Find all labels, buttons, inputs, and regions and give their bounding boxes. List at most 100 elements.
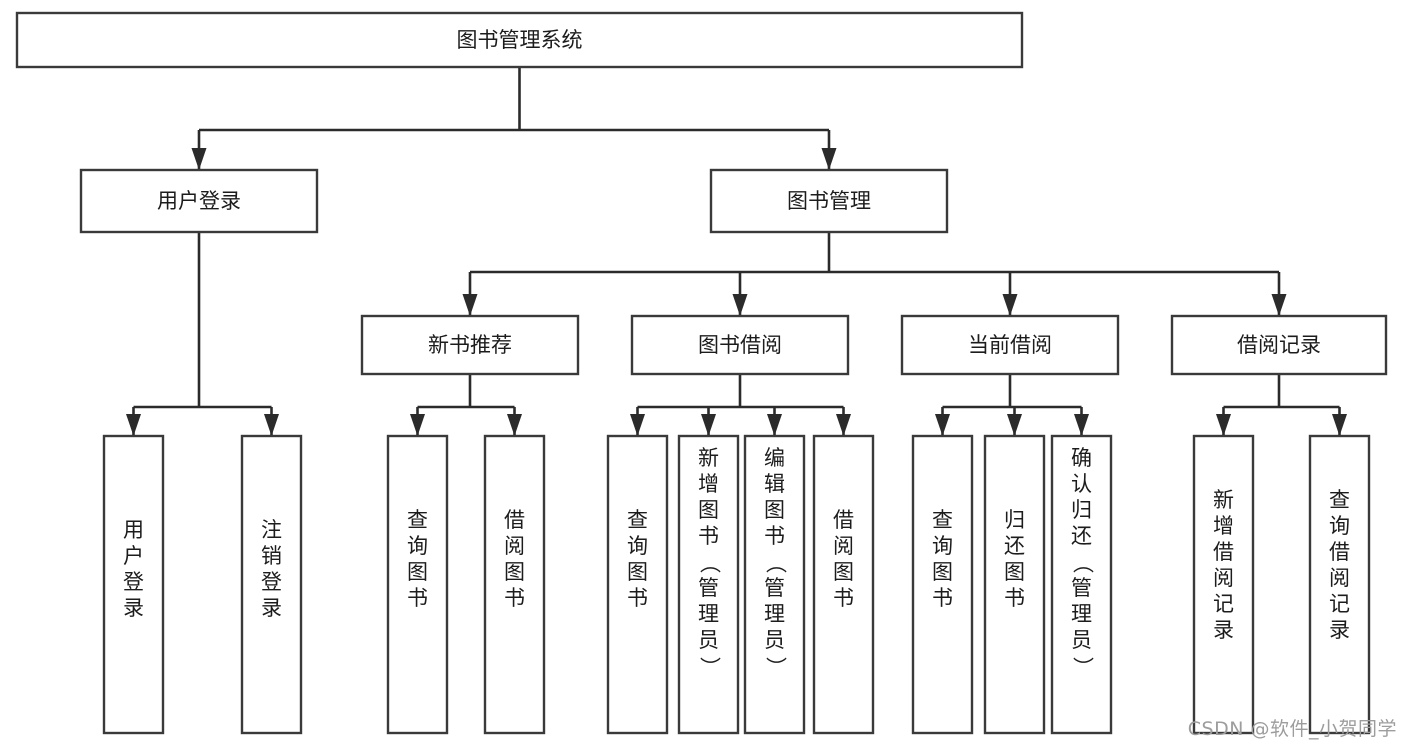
node-label-char: 归: [1071, 498, 1092, 522]
arrow-head-icon: [630, 414, 645, 436]
arrow-head-icon: [732, 294, 748, 316]
node-root[interactable]: 图书管理系统: [15, 11, 1024, 69]
node-box: [606, 434, 669, 735]
node-label-char: 借: [1213, 540, 1234, 564]
node-label-char: 询: [1329, 514, 1350, 538]
node-label-char: 查: [932, 508, 953, 532]
csdn-watermark: CSDN @软件_小贺同学: [1187, 718, 1397, 740]
node-label-char: 增: [1213, 514, 1234, 538]
node-label-char: 员: [1071, 628, 1092, 652]
node-label-char: 记: [1213, 592, 1234, 616]
node-label: 用户登录: [157, 189, 241, 213]
node-label-char: 阅: [833, 534, 854, 558]
node-label-char: 用: [123, 518, 144, 542]
node-label-char: 员: [698, 628, 719, 652]
node-box: [677, 434, 740, 735]
node-label-char: 书: [932, 586, 953, 610]
node-label-char: 增: [698, 472, 719, 496]
node-current-borrow[interactable]: 当前借阅: [900, 314, 1120, 376]
node-box: [983, 434, 1046, 735]
node-label-char: 询: [932, 534, 953, 558]
node-label-char: 确: [1071, 446, 1092, 470]
node-leaf-logout-login[interactable]: 注销登录注销登录: [240, 434, 303, 735]
node-box: [812, 434, 875, 735]
arrow-head-icon: [1002, 294, 1018, 316]
node-label: 图书管理: [787, 189, 871, 213]
node-label-char: 录: [1329, 618, 1350, 642]
node-leaf-add-borrow-record[interactable]: 新增借阅记录新增借阅记录: [1192, 434, 1255, 735]
node-label-char: 记: [1329, 592, 1350, 616]
node-label: 图书借阅: [698, 333, 782, 357]
node-label-char: 图: [764, 498, 785, 522]
node-box: [1308, 434, 1371, 735]
node-leaf-query-book-1[interactable]: 查询图书查询图书: [386, 434, 449, 735]
node-label-char: 录: [123, 596, 144, 620]
node-label-char: 图: [833, 560, 854, 584]
node-box: [360, 314, 580, 376]
arrow-head-icon: [1271, 294, 1287, 316]
arrow-head-icon: [1332, 414, 1347, 436]
node-label: 新书推荐: [428, 333, 512, 357]
node-box: [709, 168, 949, 234]
node-book-management[interactable]: 图书管理: [709, 168, 949, 234]
node-label-char: ）: [698, 657, 722, 678]
node-user-login[interactable]: 用户登录: [79, 168, 319, 234]
node-box: [240, 434, 303, 735]
node-label-char: 书: [627, 586, 648, 610]
node-label-char: 管: [1071, 576, 1092, 600]
node-leaf-query-book-3[interactable]: 查询图书查询图书: [911, 434, 974, 735]
node-label-char: 图: [698, 498, 719, 522]
node-label-char: 认: [1071, 472, 1092, 496]
arrow-head-icon: [935, 414, 950, 436]
arrow-head-icon: [191, 148, 207, 170]
node-label-char: （: [764, 553, 788, 574]
node-label-char: 理: [1071, 602, 1092, 626]
node-label-char: 查: [1329, 488, 1350, 512]
node-label-char: 还: [1071, 524, 1092, 548]
node-book-borrow[interactable]: 图书借阅: [630, 314, 850, 376]
node-label-char: 书: [833, 586, 854, 610]
node-box: [1050, 434, 1113, 735]
node-label-char: 书: [504, 586, 525, 610]
node-label-char: 理: [764, 602, 785, 626]
node-label-char: （: [1071, 553, 1095, 574]
node-leaf-query-book-2[interactable]: 查询图书查询图书: [606, 434, 669, 735]
arrow-head-icon: [1074, 414, 1089, 436]
node-label-char: 辑: [764, 472, 785, 496]
connectors-layer: [126, 67, 1347, 436]
node-box: [79, 168, 319, 234]
node-label: 图书管理系统: [457, 28, 583, 52]
node-label-char: 还: [1004, 534, 1025, 558]
node-label-char: 图: [1004, 560, 1025, 584]
node-label-char: 图: [932, 560, 953, 584]
node-leaf-user-login[interactable]: 用户登录用户登录: [102, 434, 165, 735]
node-label-char: 借: [504, 508, 525, 532]
node-borrow-record[interactable]: 借阅记录: [1170, 314, 1388, 376]
node-box: [911, 434, 974, 735]
node-leaf-return-book[interactable]: 归还图书归还图书: [983, 434, 1046, 735]
node-box: [386, 434, 449, 735]
node-label-char: 注: [261, 518, 282, 542]
arrow-head-icon: [126, 414, 141, 436]
node-leaf-query-borrow-record[interactable]: 查询借阅记录查询借阅记录: [1308, 434, 1371, 735]
node-label-char: 管: [698, 576, 719, 600]
node-box: [1192, 434, 1255, 735]
arrow-head-icon: [507, 414, 522, 436]
node-label-char: 书: [1004, 586, 1025, 610]
node-label-char: 新: [698, 446, 719, 470]
node-new-book-recommend[interactable]: 新书推荐: [360, 314, 580, 376]
node-leaf-borrow-book-2[interactable]: 借阅图书借阅图书: [812, 434, 875, 735]
node-label-char: 录: [261, 596, 282, 620]
node-label-char: 询: [627, 534, 648, 558]
node-leaf-borrow-book-1[interactable]: 借阅图书借阅图书: [483, 434, 546, 735]
node-label-char: 图: [504, 560, 525, 584]
node-label-char: 书: [407, 586, 428, 610]
arrow-head-icon: [701, 414, 716, 436]
arrow-head-icon: [821, 148, 837, 170]
arrow-head-icon: [264, 414, 279, 436]
node-label-char: （: [698, 553, 722, 574]
node-label-char: 借: [1329, 540, 1350, 564]
